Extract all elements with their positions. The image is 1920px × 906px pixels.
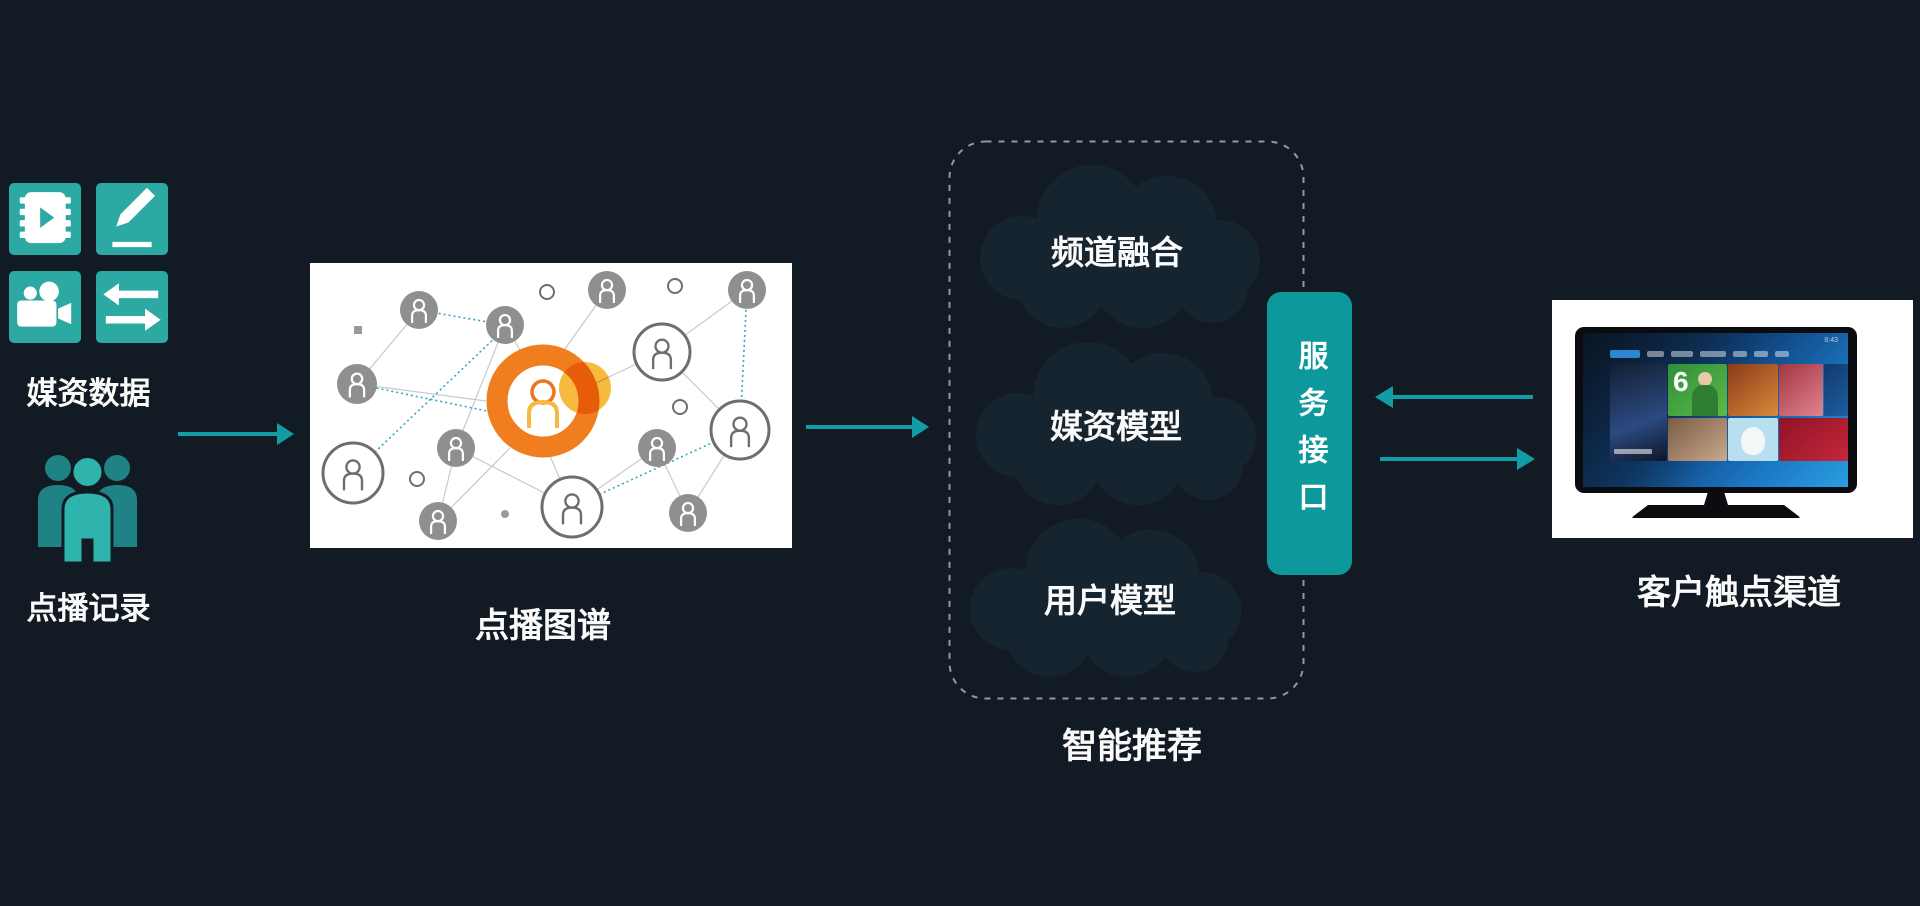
cloud-media-model-label: 媒资模型 xyxy=(1050,408,1182,445)
vod-records-label: 点播记录 xyxy=(26,591,151,626)
film-icon xyxy=(19,192,71,244)
media-data-icon-edit xyxy=(96,183,168,255)
service-interface-box: 服务接口 xyxy=(1267,292,1352,575)
pencil-icon xyxy=(112,187,156,248)
recommendation-dashed-box xyxy=(948,140,1305,700)
tv-panel: 8:43 6 xyxy=(1552,300,1913,538)
tv-tile-movie xyxy=(1610,364,1667,461)
tv-nav-active xyxy=(1610,350,1640,358)
arrow-tv-to-service xyxy=(1393,395,1533,399)
tv-tile-number: 6 xyxy=(1673,366,1689,397)
media-data-icon-camera xyxy=(9,271,81,343)
camera-icon xyxy=(17,281,72,327)
tv-tile-blue xyxy=(1824,364,1848,416)
service-interface-label: 服务接口 xyxy=(1293,339,1327,528)
tv-stand-neck xyxy=(1704,493,1728,505)
transfer-icon xyxy=(103,283,161,331)
tv-tile-cartoon-dog xyxy=(1741,427,1765,455)
arrow-left-to-graph-head xyxy=(277,423,294,445)
tv-nav-item xyxy=(1647,351,1664,357)
media-data-label: 媒资数据 xyxy=(26,376,151,411)
network-graph xyxy=(310,263,792,548)
media-data-icon-transfer xyxy=(96,271,168,343)
tv-panel-label: 客户触点渠道 xyxy=(1637,574,1841,612)
cloud-channel-fusion-label: 频道融合 xyxy=(1051,234,1183,271)
tv-tile-movie-title xyxy=(1614,449,1652,454)
graph-label: 点播图谱 xyxy=(475,607,611,645)
recommendation-label: 智能推荐 xyxy=(1061,727,1202,766)
arrow-service-to-tv-head xyxy=(1517,448,1535,470)
tv-tile-group xyxy=(1779,418,1848,461)
tv-tile-red xyxy=(1779,364,1823,416)
tv-nav-item xyxy=(1754,351,1768,357)
tv-nav-item xyxy=(1700,351,1726,357)
tv-clock: 8:43 xyxy=(1824,337,1838,344)
cloud-user-model-label: 用户模型 xyxy=(1044,582,1176,619)
tv-tile-portrait xyxy=(1668,418,1727,461)
tv-nav-item xyxy=(1671,351,1693,357)
people-icon xyxy=(38,455,137,563)
arrow-service-to-tv xyxy=(1380,457,1517,461)
arrow-graph-to-recommend-head xyxy=(912,416,929,438)
media-data-icon-film xyxy=(9,183,81,255)
tv-stand-base xyxy=(1631,505,1801,518)
tv-nav-item xyxy=(1775,351,1789,357)
tv-tile-cartoon xyxy=(1728,418,1778,461)
tv-tile-show-green: 6 xyxy=(1668,364,1727,416)
tv-tile-orange xyxy=(1728,364,1778,416)
tv-tile-green-body xyxy=(1692,385,1718,416)
tv-tile-green-face xyxy=(1698,372,1712,386)
arrow-left-to-graph xyxy=(178,432,277,436)
arrow-tv-to-service-head xyxy=(1375,386,1393,408)
arrow-graph-to-recommend xyxy=(806,425,912,429)
tv-nav-item xyxy=(1733,351,1747,357)
tv-screen: 8:43 6 xyxy=(1583,333,1848,487)
